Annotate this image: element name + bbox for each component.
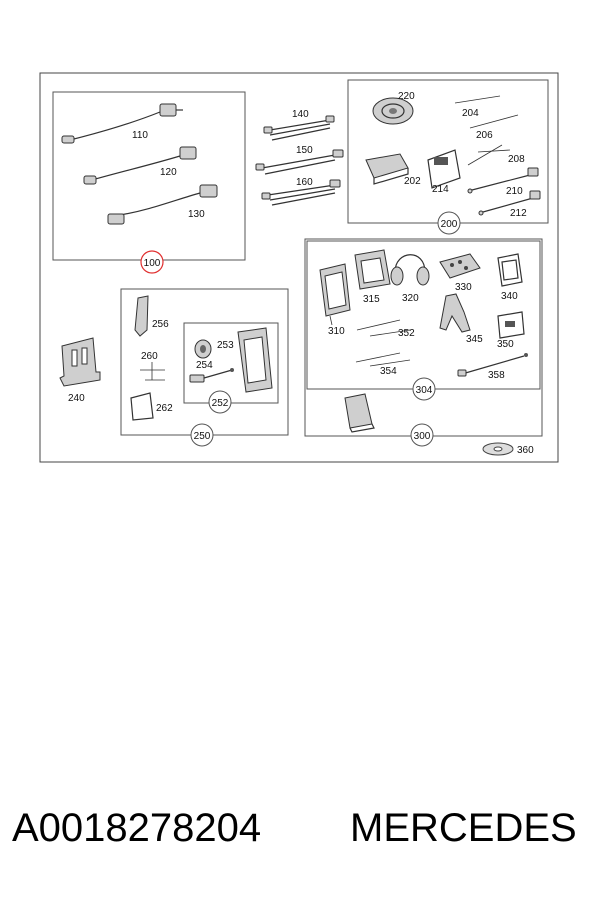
leads-208 (467, 144, 511, 166)
part-label-315: 315 (363, 294, 380, 305)
part-label-208: 208 (508, 154, 525, 165)
part-label-130: 130 (188, 209, 205, 220)
part-label-110: 110 (132, 130, 148, 141)
cable-130 (107, 184, 218, 225)
part-label-358: 358 (488, 370, 505, 381)
manual-350 (497, 311, 525, 339)
part-label-140: 140 (292, 109, 309, 120)
connector-254 (189, 368, 234, 383)
module-202 (365, 153, 409, 185)
part-label-262: 262 (156, 403, 173, 414)
speaker-220 (372, 97, 414, 125)
part-label-260: 260 (141, 351, 158, 362)
svg-text:304: 304 (416, 385, 433, 396)
part-label-160: 160 (296, 177, 313, 188)
part-label-330: 330 (455, 282, 472, 293)
clip-256 (134, 295, 149, 337)
part-label-310: 310 (328, 326, 345, 337)
monitor-310 (319, 263, 351, 326)
cable-210 (467, 167, 539, 194)
brand-name: MERCEDES (350, 806, 577, 850)
svg-text:250: 250 (194, 431, 211, 442)
parts-diagram: 110 120 130 100 140 150 160 220 204 (39, 72, 559, 463)
part-label-254: 254 (196, 360, 213, 371)
group-marker-100[interactable]: 100 (140, 250, 164, 274)
frame-315 (354, 249, 391, 290)
cable-150 (255, 149, 344, 175)
part-number: A0018278204 (12, 806, 262, 850)
diagram-frame (39, 72, 559, 463)
sheet-262 (130, 392, 154, 421)
group-marker-200[interactable]: 200 (437, 211, 461, 235)
cable-120 (83, 146, 197, 185)
part-label-350: 350 (497, 339, 514, 350)
group-box-100 (52, 91, 246, 261)
bracket-240 (59, 337, 101, 387)
leads-204-206 (454, 95, 519, 129)
group-marker-300[interactable]: 300 (410, 423, 434, 447)
group-marker-252[interactable]: 252 (208, 390, 232, 414)
cable-358 (457, 353, 528, 377)
part-253 (194, 339, 212, 359)
cable-110 (61, 103, 183, 144)
headphones-320 (390, 254, 430, 286)
svg-text:200: 200 (441, 219, 458, 230)
part-label-240: 240 (68, 393, 85, 404)
part-label-354: 354 (380, 366, 397, 377)
cable-140 (263, 115, 335, 141)
svg-text:252: 252 (212, 398, 229, 409)
part-label-120: 120 (160, 167, 177, 178)
part-label-212: 212 (510, 208, 527, 219)
cable-212 (478, 190, 541, 216)
group-marker-250[interactable]: 250 (190, 423, 214, 447)
leads-352 (356, 319, 411, 337)
part-label-210: 210 (506, 186, 523, 197)
part-label-204: 204 (462, 108, 479, 119)
part-label-320: 320 (402, 293, 419, 304)
bracket-345 (439, 293, 471, 333)
group-marker-304[interactable]: 304 (412, 377, 436, 401)
part-label-214: 214 (432, 184, 449, 195)
remote-330 (439, 253, 481, 279)
part-label-150: 150 (296, 145, 313, 156)
frame-252 (237, 327, 273, 393)
part-label-253: 253 (217, 340, 234, 351)
part-label-345: 345 (466, 334, 483, 345)
part-label-220: 220 (398, 91, 415, 102)
part-label-360: 360 (517, 445, 534, 456)
leads-260 (140, 362, 165, 381)
cable-160 (261, 179, 341, 206)
module-300 (344, 393, 375, 433)
svg-text:100: 100 (144, 258, 161, 269)
part-label-352: 352 (398, 328, 415, 339)
part-label-202: 202 (404, 176, 421, 187)
svg-text:300: 300 (414, 431, 431, 442)
part-label-340: 340 (501, 291, 518, 302)
disc-360 (482, 442, 514, 456)
part-label-206: 206 (476, 130, 493, 141)
leads-354 (355, 352, 411, 367)
manual-340 (497, 253, 523, 287)
part-label-256: 256 (152, 319, 169, 330)
manual-214 (427, 149, 461, 189)
group-box-200 (347, 79, 549, 224)
